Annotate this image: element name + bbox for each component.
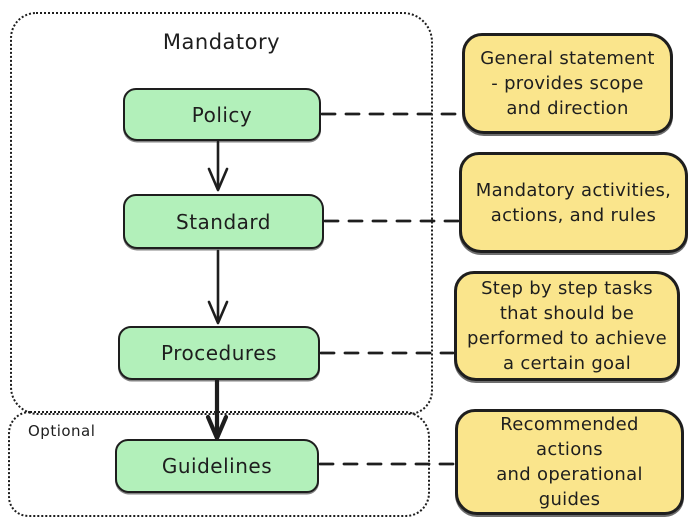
group-mandatory: Mandatory (10, 12, 433, 415)
callout-guidelines-text: Recommended actions and operational guid… (496, 414, 643, 510)
group-mandatory-label: Mandatory (162, 30, 281, 54)
callout-procedures-description: Step by step tasks that should be perfor… (454, 271, 680, 381)
node-procedures-label: Procedures (161, 341, 277, 365)
node-standard-label: Standard (176, 209, 271, 234)
node-policy-label: Policy (191, 102, 253, 127)
node-standard: Standard (123, 194, 324, 249)
node-procedures: Procedures (118, 326, 320, 380)
callout-policy-text: General statement - provides scope and d… (480, 48, 655, 119)
callout-standard-description: Mandatory activities, actions, and rules (459, 152, 688, 253)
node-guidelines: Guidelines (115, 439, 319, 493)
callout-policy-description: General statement - provides scope and d… (462, 33, 673, 134)
callout-guidelines-description: Recommended actions and operational guid… (455, 409, 684, 515)
node-guidelines-label: Guidelines (161, 454, 273, 478)
node-policy: Policy (123, 88, 321, 141)
group-optional-label: Optional (28, 422, 96, 440)
callout-standard-text: Mandatory activities, actions, and rules (475, 179, 672, 226)
callout-procedures-text: Step by step tasks that should be perfor… (466, 278, 668, 374)
